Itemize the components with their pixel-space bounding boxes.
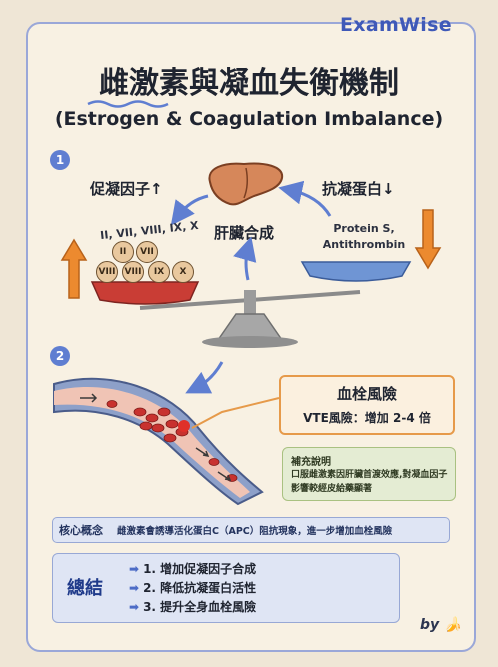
note-heading: 補充說明 bbox=[291, 457, 331, 468]
step-2-badge: 2 bbox=[50, 346, 70, 366]
key-concept-box: 核心概念 雌激素會誘導活化蛋白C（APC）阻抗現象，進一步增加血栓風險 bbox=[52, 517, 450, 543]
summary-box: 總結 ➡1. 增加促凝因子合成 ➡2. 降低抗凝蛋白活性 ➡3. 提升全身血栓風… bbox=[52, 553, 400, 623]
factor-ball: X bbox=[172, 261, 194, 283]
byline: by 🍌 bbox=[420, 617, 462, 633]
protein-text-1: Protein S, bbox=[333, 222, 395, 235]
summary-heading: 總結 bbox=[67, 578, 103, 599]
arrow-icon: ➡ bbox=[129, 581, 140, 595]
summary-item: ➡3. 提升全身血栓風險 bbox=[129, 598, 256, 615]
factor-ball: IX bbox=[148, 261, 170, 283]
summary-item: ➡2. 降低抗凝蛋白活性 bbox=[129, 579, 256, 596]
factor-ball: VIII bbox=[122, 261, 144, 283]
procoag-label: 促凝因子↑ bbox=[90, 180, 163, 198]
summary-item: ➡1. 增加促凝因子合成 bbox=[129, 560, 256, 577]
page-title: 雌激素與凝血失衡機制 bbox=[99, 66, 399, 101]
title-underline bbox=[87, 100, 169, 108]
summary-item-text: 1. 增加促凝因子合成 bbox=[143, 562, 257, 576]
note-box: 補充說明 口服雌激素因肝臟首渡效應,對凝血因子影響較經皮給藥顯著 bbox=[282, 447, 456, 501]
risk-text: VTE風險：增加 2-4 倍 bbox=[303, 411, 431, 425]
protein-text-2: Antithrombin bbox=[322, 238, 406, 251]
arrow-icon: ➡ bbox=[129, 600, 140, 614]
brand-logo: ExamWise bbox=[340, 14, 452, 36]
factor-ball: II bbox=[112, 241, 134, 263]
summary-item-text: 2. 降低抗凝蛋白活性 bbox=[143, 581, 257, 595]
increase-arrow-icon bbox=[60, 238, 88, 299]
page-subtitle: (Estrogen & Coagulation Imbalance) bbox=[54, 108, 444, 130]
risk-box: 血栓風險 VTE風險：增加 2-4 倍 bbox=[279, 375, 455, 435]
summary-item-text: 3. 提升全身血栓風險 bbox=[143, 600, 257, 614]
anticoag-label: 抗凝蛋白↓ bbox=[322, 180, 395, 198]
factor-ball: VIII bbox=[96, 261, 118, 283]
factor-ball: VII bbox=[136, 241, 158, 263]
decrease-arrow-icon bbox=[414, 209, 442, 270]
liver-icon bbox=[208, 162, 284, 206]
step-1-badge: 1 bbox=[50, 150, 70, 170]
key-concept-heading: 核心概念 bbox=[59, 524, 103, 537]
note-text: 口服雌激素因肝臟首渡效應,對凝血因子影響較經皮給藥顯著 bbox=[291, 470, 448, 494]
key-concept-text: 雌激素會誘導活化蛋白C（APC）阻抗現象，進一步增加血栓風險 bbox=[117, 526, 393, 537]
liver-label: 肝臟合成 bbox=[214, 224, 275, 242]
arrow-icon: ➡ bbox=[129, 562, 140, 576]
risk-title: 血栓風險 bbox=[336, 385, 397, 403]
